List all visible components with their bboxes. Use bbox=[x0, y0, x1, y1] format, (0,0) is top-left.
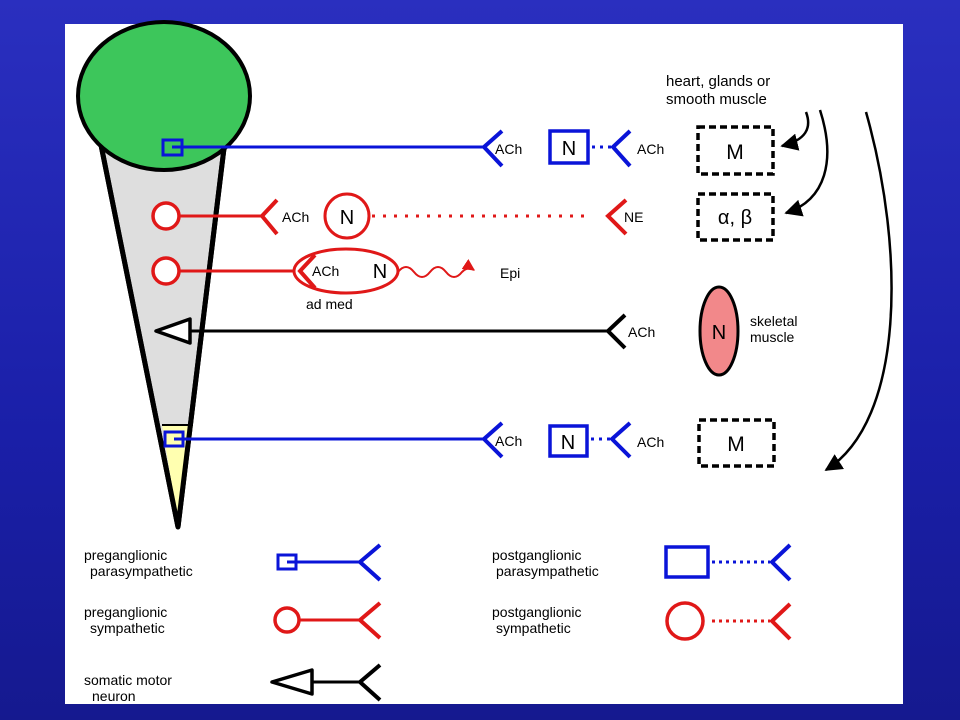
row3-adrenal-label: ad med bbox=[306, 296, 353, 312]
svg-text:preganglionic: preganglionic bbox=[84, 604, 167, 620]
heart-label-line2: smooth muscle bbox=[666, 91, 767, 108]
skeletal-label-line2: muscle bbox=[750, 329, 795, 345]
svg-text:sympathetic: sympathetic bbox=[496, 620, 571, 636]
adrenergic-label: α, β bbox=[718, 207, 752, 229]
svg-text:somatic motor: somatic motor bbox=[84, 672, 172, 688]
legend-somatic-motor: somatic motor neuron bbox=[84, 663, 382, 704]
row2-ne: NE bbox=[624, 209, 643, 225]
svg-text:parasympathetic: parasympathetic bbox=[90, 563, 193, 579]
pathway-sympathetic-ne: ACh N NE bbox=[151, 192, 643, 240]
skeletal-label-line1: skeletal bbox=[750, 313, 797, 329]
row1-ach-pre: ACh bbox=[495, 141, 522, 157]
row2-ach-pre: ACh bbox=[282, 209, 309, 225]
row5-ganglion-n: N bbox=[561, 432, 575, 454]
brain-region bbox=[76, 20, 252, 172]
row3-adrenal-n: N bbox=[373, 261, 387, 283]
effector-muscarinic-1: M bbox=[696, 125, 775, 176]
legend: preganglionic parasympathetic postgangli… bbox=[84, 543, 792, 704]
svg-text:postganglionic: postganglionic bbox=[492, 547, 582, 563]
muscarinic-label-2: M bbox=[727, 433, 745, 456]
row3-ach: ACh bbox=[312, 263, 339, 279]
pathway-somatic-motor: ACh bbox=[154, 313, 655, 350]
row1-ganglion-n: N bbox=[562, 138, 576, 160]
row5-ach-pre: ACh bbox=[495, 433, 522, 449]
heart-label-line1: heart, glands or bbox=[666, 73, 770, 90]
row3-epi: Epi bbox=[500, 265, 520, 281]
row5-ach-post: ACh bbox=[637, 434, 664, 450]
effector-muscarinic-2: M bbox=[697, 418, 776, 468]
row1-ach-post: ACh bbox=[637, 141, 664, 157]
effector-arrows bbox=[780, 109, 893, 472]
legend-post-parasympathetic: postganglionic parasympathetic bbox=[492, 543, 792, 582]
svg-text:postganglionic: postganglionic bbox=[492, 604, 582, 620]
row4-ach: ACh bbox=[628, 324, 655, 340]
effector-adrenergic: α, β bbox=[696, 192, 775, 242]
pathway-sacral-parasympathetic: ACh N ACh bbox=[163, 421, 664, 459]
svg-text:parasympathetic: parasympathetic bbox=[496, 563, 599, 579]
effector-skeletal-muscle: N skeletal muscle bbox=[698, 285, 797, 377]
legend-pre-sympathetic: preganglionic sympathetic bbox=[84, 601, 382, 640]
skeletal-n-label: N bbox=[712, 322, 726, 344]
pathway-adrenal-medulla: ACh N Epi ad med bbox=[151, 247, 520, 312]
muscarinic-label-1: M bbox=[726, 141, 744, 164]
row2-ganglion-n: N bbox=[340, 207, 354, 229]
svg-text:preganglionic: preganglionic bbox=[84, 547, 167, 563]
pathway-cranial-parasympathetic: ACh N ACh bbox=[161, 129, 664, 168]
svg-text:sympathetic: sympathetic bbox=[90, 620, 165, 636]
legend-pre-parasympathetic: preganglionic parasympathetic bbox=[84, 543, 382, 582]
effector-heart-glands: heart, glands or smooth muscle bbox=[666, 73, 770, 108]
legend-post-sympathetic: postganglionic sympathetic bbox=[492, 601, 792, 641]
svg-text:neuron: neuron bbox=[92, 688, 136, 704]
